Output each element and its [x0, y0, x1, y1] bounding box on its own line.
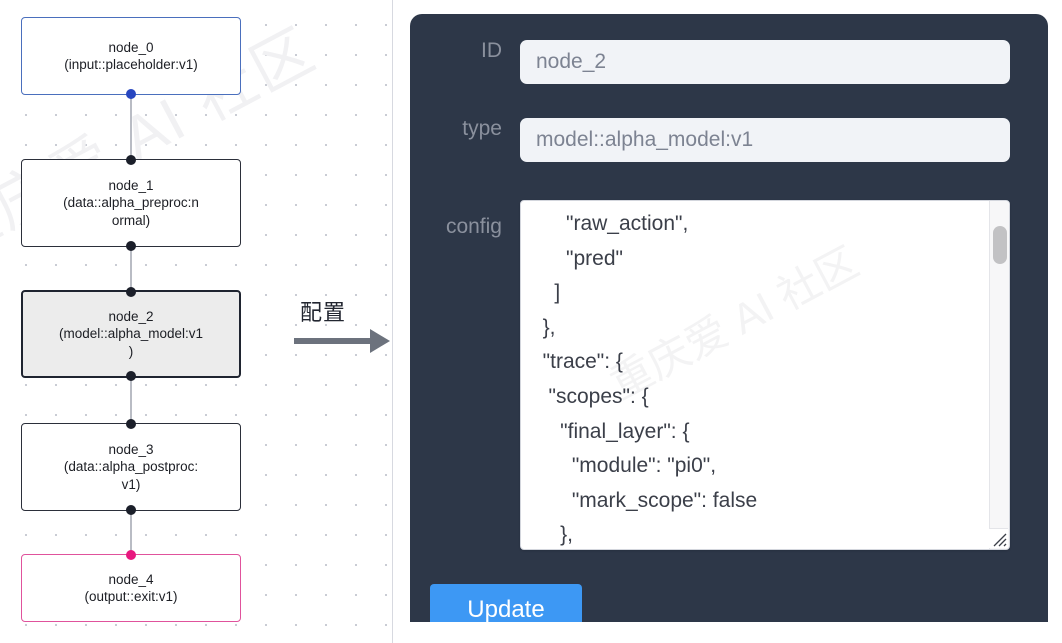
arrow-right-icon	[294, 338, 372, 344]
config-field-label: config	[445, 215, 502, 238]
node-handle-source-icon[interactable]	[126, 89, 136, 99]
edge-node1-node2	[130, 247, 132, 290]
graph-node-node_1[interactable]: node_1 (data::alpha_preproc:n ormal)	[21, 155, 241, 251]
config-textarea[interactable]: "raw_action", "pred" ] }, "trace": { "sc…	[542, 212, 758, 547]
id-field-label: ID	[481, 39, 502, 62]
node-config-panel: ID type config 重庆爱 AI 社区 "raw_action", "…	[410, 14, 1048, 622]
node-label: node_2 (model::alpha_model:v1 )	[58, 308, 204, 359]
node-label: node_4 (output::exit:v1)	[84, 571, 178, 605]
edge-node3-node4	[130, 511, 132, 554]
graph-node-node_4[interactable]: node_4 (output::exit:v1)	[21, 550, 241, 622]
graph-node-node_0[interactable]: node_0 (input::placeholder:v1)	[21, 17, 241, 99]
config-scrollbar[interactable]	[989, 201, 1009, 549]
graph-node-node_3[interactable]: node_3 (data::alpha_postproc: v1)	[21, 419, 241, 515]
node-handle-target-icon[interactable]	[126, 419, 136, 429]
flow-graph-canvas[interactable]: 重庆爱 AI 社区 node_0 (input::placeholder:v1)…	[0, 0, 393, 643]
transition-annotation: 配置	[286, 295, 396, 365]
node-handle-source-icon[interactable]	[126, 241, 136, 251]
node-label: node_3 (data::alpha_postproc: v1)	[63, 441, 199, 492]
update-button[interactable]: Update	[430, 584, 582, 622]
type-field-row: type	[410, 118, 1010, 162]
config-scrollbar-thumb[interactable]	[993, 226, 1007, 264]
edge-node0-node1	[130, 95, 132, 159]
arrow-right-head-icon	[370, 329, 390, 353]
graph-node-node_2[interactable]: node_2 (model::alpha_model:v1 )	[21, 287, 241, 381]
node-label: node_0 (input::placeholder:v1)	[64, 39, 198, 73]
node-label: node_1 (data::alpha_preproc:n ormal)	[63, 177, 199, 228]
edge-node2-node3	[130, 378, 132, 423]
id-input[interactable]	[520, 40, 1010, 84]
config-textarea-wrapper[interactable]: 重庆爱 AI 社区 "raw_action", "pred" ] }, "tra…	[520, 200, 1010, 550]
node-handle-target-icon[interactable]	[126, 550, 136, 560]
id-field-row: ID	[410, 40, 1010, 84]
node-handle-source-icon[interactable]	[126, 505, 136, 515]
config-field-row: config 重庆爱 AI 社区 "raw_action", "pred" ] …	[410, 200, 1010, 550]
resize-handle-icon[interactable]	[989, 528, 1008, 548]
node-handle-target-icon[interactable]	[126, 287, 136, 297]
transition-label: 配置	[300, 301, 347, 326]
node-handle-source-icon[interactable]	[126, 371, 136, 381]
type-field-label: type	[462, 117, 502, 140]
node-handle-target-icon[interactable]	[126, 155, 136, 165]
type-input[interactable]	[520, 118, 1010, 162]
